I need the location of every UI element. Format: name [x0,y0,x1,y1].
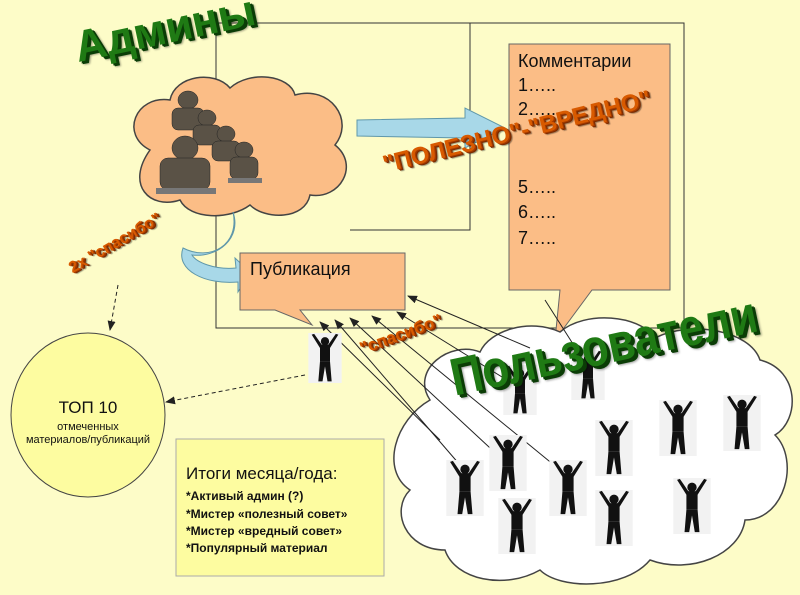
comments-item: 2….. [518,99,557,119]
person-arms-raised-icon [595,420,633,476]
summary-item: *Мистер «вредный совет» [186,524,343,538]
person-arms-raised-icon [549,460,587,516]
comments-title: Комментарии [518,51,632,71]
summary-item: *Популярный материал [186,541,328,555]
top10-subtitle-line2: материалов/публикаций [25,434,151,446]
buddha-statues-icon [156,90,262,194]
person-arms-raised-icon [446,460,484,516]
top10-subtitle-line1: отмеченных [57,421,119,433]
summary-item: *Мистер «полезный совет» [186,507,348,521]
person-arms-raised-icon [659,400,697,456]
person-arms-raised-icon [595,490,633,546]
publication-label: Публикация [250,259,351,279]
summary-box [175,438,385,577]
dashed-arrow-to-top10 [107,284,119,331]
person-arms-raised-icon [308,333,342,383]
publication-callout [239,252,406,327]
admins-frame [350,23,471,231]
comments-callout [508,43,671,342]
comments-item: 7….. [518,228,557,248]
summary-title: Итоги месяца/года: [186,464,338,483]
person-arms-raised-icon [723,395,761,451]
dashed-arrow-from-thanks [165,374,306,405]
top10-ellipse [10,332,166,498]
top10-title: ТОП 10 [58,398,118,417]
blue-arrow-to-comments [356,107,507,149]
comments-item: 5….. [518,177,557,197]
person-arms-raised-icon [489,435,527,491]
user-arrows [319,295,581,471]
summary-item: *Активый админ (?) [186,489,304,503]
blue-arrow-to-publication [181,211,251,294]
person-arms-raised-icon [498,498,536,554]
comments-item: 6….. [518,202,557,222]
comments-item: 1….. [518,75,557,95]
person-arms-raised-icon [673,478,711,534]
